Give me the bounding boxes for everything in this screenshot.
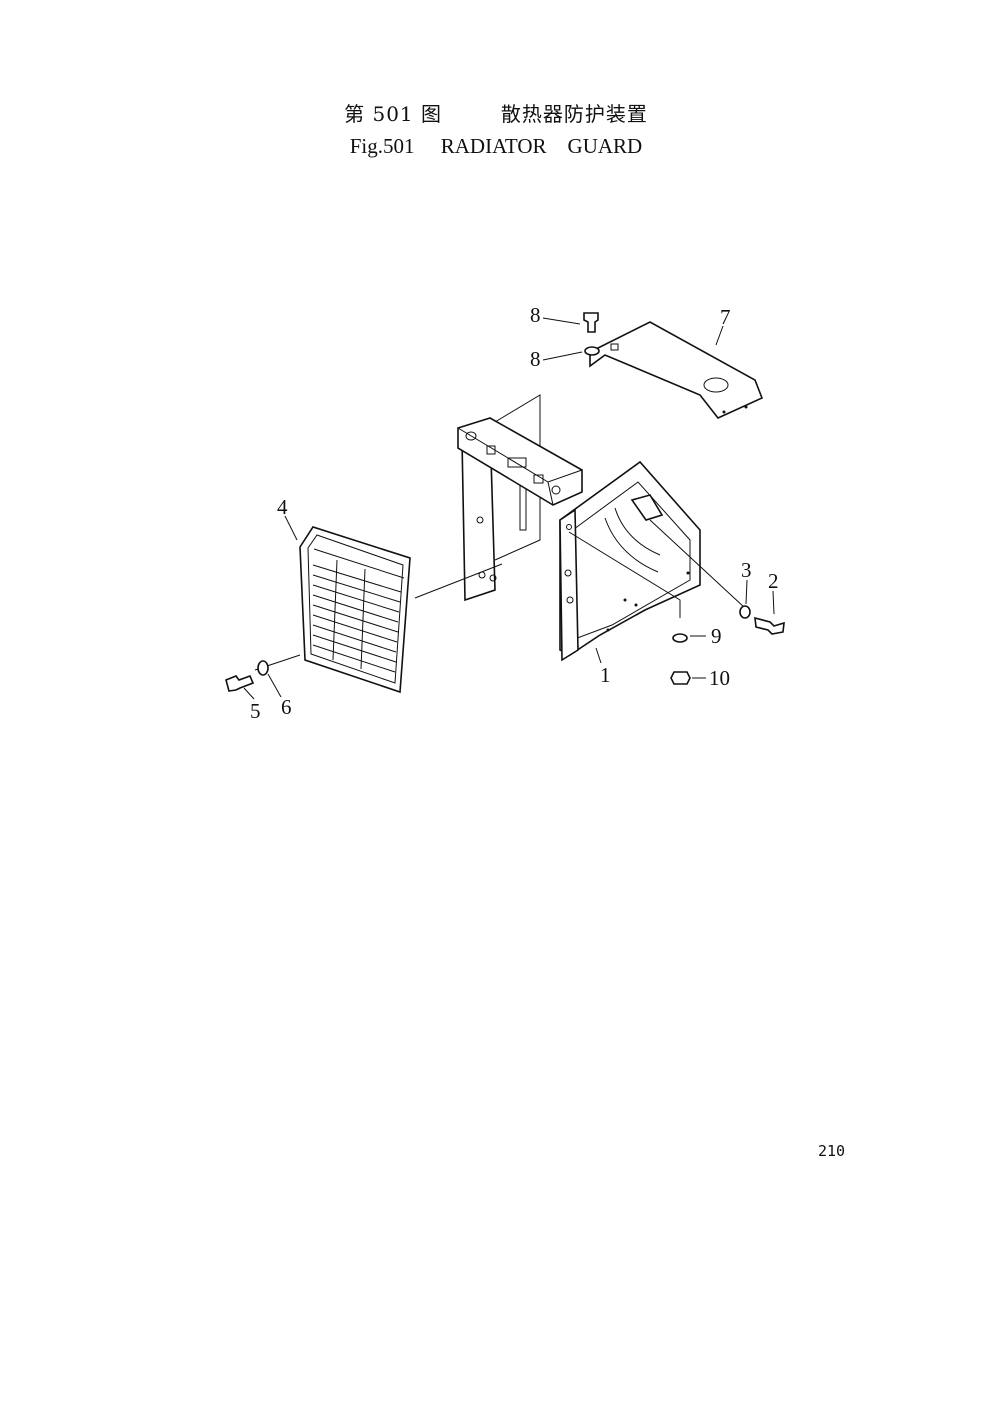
callout-5: 5 xyxy=(250,699,261,723)
washer-top-part xyxy=(584,346,600,356)
callout-6: 6 xyxy=(281,695,292,719)
page-number: 210 xyxy=(818,1142,846,1160)
leader-lines xyxy=(243,317,775,700)
bolt-right-part xyxy=(754,616,785,635)
callout-10: 10 xyxy=(709,666,730,690)
washer-bottom-part xyxy=(672,633,688,643)
callout-7: 7 xyxy=(720,305,731,329)
radiator-grille-part xyxy=(299,526,411,694)
callout-9-top: 8 xyxy=(530,347,541,371)
callout-4: 4 xyxy=(277,495,288,519)
radiator-frame-part xyxy=(457,394,701,662)
washer-right-part xyxy=(739,605,751,619)
figure-title-chinese: 第 501 图 散热器防护装置 xyxy=(344,102,648,126)
bolt-left-part xyxy=(225,674,255,692)
figure-title-english: Fig.501 RADIATOR GUARD xyxy=(349,134,643,158)
top-cover-part xyxy=(589,321,764,419)
callout-2: 2 xyxy=(768,569,779,593)
nut-part xyxy=(670,671,691,685)
callout-8: 8 xyxy=(530,303,541,327)
callout-1: 1 xyxy=(600,663,611,687)
washer-left-part xyxy=(257,660,269,676)
bolt-top-part xyxy=(583,312,599,333)
callout-3: 3 xyxy=(741,558,752,582)
callout-9-bottom: 9 xyxy=(711,624,722,648)
